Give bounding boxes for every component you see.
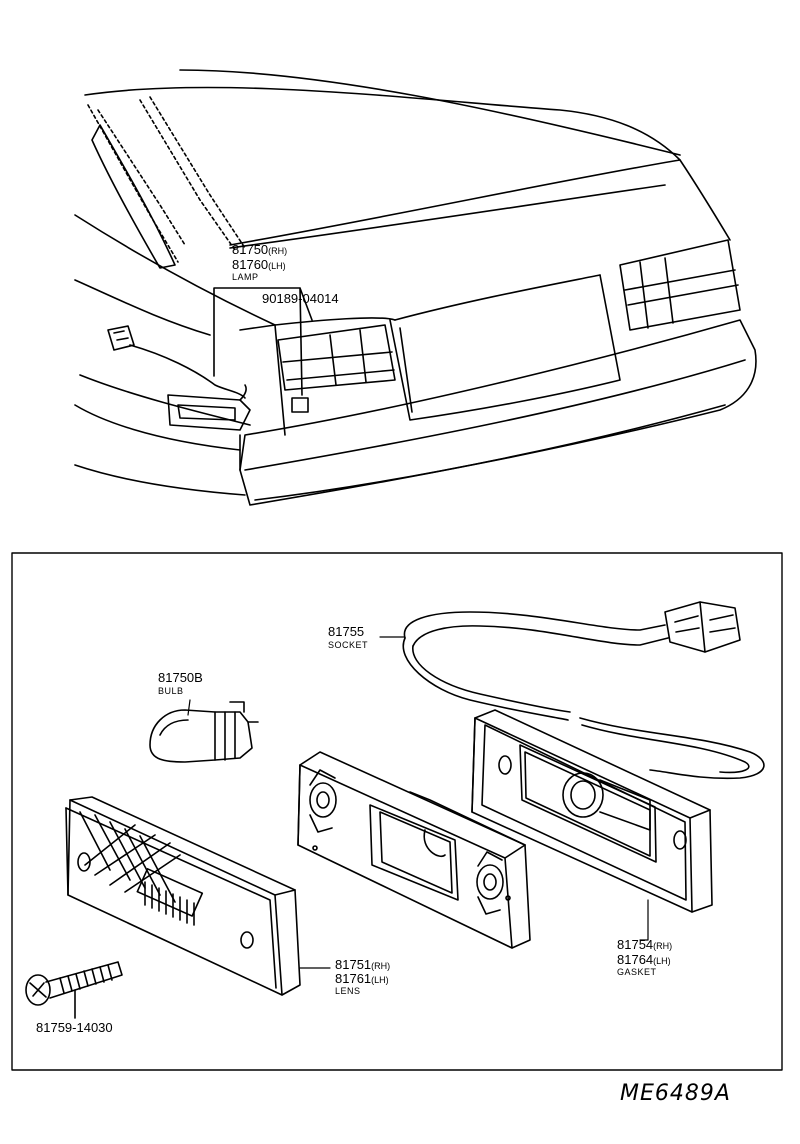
bulb-name-label: BULB	[158, 686, 184, 696]
gasket-rh-label: 81754(RH)	[617, 937, 673, 952]
diagram-code: ME6489A	[620, 1081, 731, 1106]
screw-part-number: 90189-04014	[262, 291, 339, 306]
socket-part-number: 81755	[328, 624, 365, 639]
bolt	[25, 961, 123, 1019]
lens-lh-label: 81761(LH)	[335, 971, 389, 986]
socket-wire	[402, 601, 765, 780]
lens-name-label: LENS	[335, 986, 361, 996]
gasket	[471, 709, 713, 913]
bulb-part-number: 81750B	[158, 670, 203, 685]
lamp-name-label: LAMP	[232, 272, 259, 282]
lamp-housing	[297, 751, 531, 949]
leader-lines	[187, 636, 649, 969]
gasket-lh-label: 81764(LH)	[617, 952, 671, 967]
bolt-part-number: 81759-14030	[36, 1020, 113, 1035]
detail-frame	[11, 552, 783, 1071]
gasket-name-label: GASKET	[617, 967, 657, 977]
lens	[65, 796, 301, 996]
lamp-lh-label: 81760(LH)	[232, 257, 286, 272]
vehicle-rear-view	[74, 69, 757, 506]
bulb	[149, 701, 259, 763]
lamp-rh-label: 81750(RH)	[232, 242, 288, 257]
lens-rh-label: 81751(RH)	[335, 957, 391, 972]
socket-name-label: SOCKET	[328, 640, 369, 650]
